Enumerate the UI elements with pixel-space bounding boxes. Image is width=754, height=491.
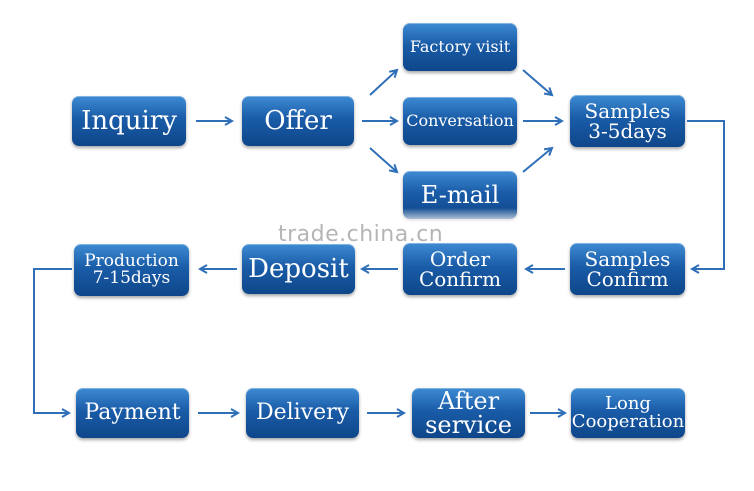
production-box: Production 7-15days: [74, 244, 189, 296]
production-label-1: Production: [84, 251, 179, 271]
delivery-box: Delivery: [246, 388, 359, 438]
order-confirm-label-1: Order: [429, 247, 491, 271]
samples-label-2: 3-5days: [588, 119, 667, 143]
samples-confirm-label-2: Confirm: [586, 267, 669, 291]
order-confirm-label-2: Confirm: [418, 267, 502, 291]
samples-box: Samples 3-5days: [570, 95, 685, 147]
deposit-label: Deposit: [248, 254, 349, 284]
inquiry-box: Inquiry: [72, 96, 186, 146]
payment-box: Payment: [76, 388, 189, 438]
factory-visit-box: Factory visit: [403, 23, 517, 71]
samples-confirm-label-1: Samples: [584, 247, 671, 271]
delivery-label: Delivery: [255, 400, 350, 425]
long-cooperation-label-1: Long: [605, 393, 651, 414]
after-service-box: After service: [412, 388, 525, 438]
conversation-label: Conversation: [406, 111, 514, 130]
inquiry-label: Inquiry: [81, 106, 177, 136]
deposit-box: Deposit: [242, 244, 355, 294]
samples-confirm-box: Samples Confirm: [570, 243, 685, 295]
arrow-factory-samples: [522, 69, 552, 95]
long-cooperation-label-2: Cooperation: [571, 411, 685, 432]
offer-label: Offer: [264, 106, 332, 136]
samples-label-1: Samples: [584, 99, 671, 123]
arrow-production-payment: [33, 268, 72, 413]
arrow-email-samples: [522, 148, 552, 173]
after-service-label-1: After: [437, 387, 500, 415]
order-confirm-box: Order Confirm: [403, 243, 517, 295]
after-service-label-2: service: [425, 411, 512, 439]
payment-label: Payment: [84, 400, 181, 425]
arrow-offer-factory: [369, 70, 397, 96]
long-cooperation-box: Long Cooperation: [571, 388, 685, 438]
email-label: E-mail: [420, 181, 500, 209]
production-label-2: 7-15days: [92, 268, 171, 288]
conversation-box: Conversation: [403, 97, 517, 145]
offer-box: Offer: [242, 96, 354, 146]
arrow-samples-samples-confirm: [687, 120, 725, 269]
arrow-offer-email: [369, 147, 397, 172]
watermark-text: trade.china.cn: [278, 222, 444, 247]
watermark-fade: [60, 208, 710, 242]
factory-visit-label: Factory visit: [409, 37, 511, 56]
